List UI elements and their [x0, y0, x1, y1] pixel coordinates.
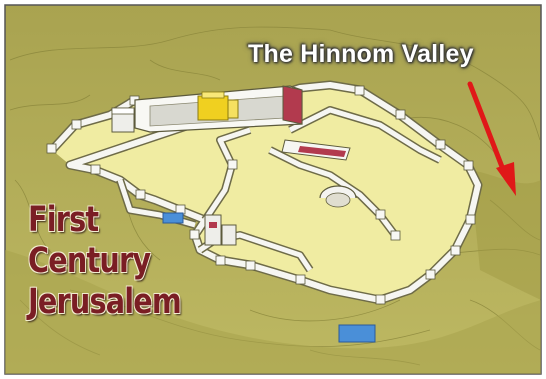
theatre — [319, 185, 357, 208]
pool-icon — [338, 324, 376, 343]
title-line-first: First — [28, 200, 99, 240]
pool-icon — [162, 212, 184, 224]
temple-mount — [134, 85, 303, 133]
palace — [281, 139, 351, 161]
title-line-century: Century — [28, 241, 151, 281]
valley-label: The Hinnom Valley — [248, 40, 474, 68]
valley-shading — [5, 250, 541, 374]
map-title: First Century Jerusalem — [28, 200, 182, 323]
fortress-towers — [111, 107, 237, 246]
arrow-pointer-icon — [467, 81, 516, 196]
wall-towers — [46, 85, 476, 305]
temple-icon — [197, 91, 239, 121]
royal-stoa — [282, 85, 303, 125]
title-line-jerusalem: Jerusalem — [28, 282, 182, 322]
